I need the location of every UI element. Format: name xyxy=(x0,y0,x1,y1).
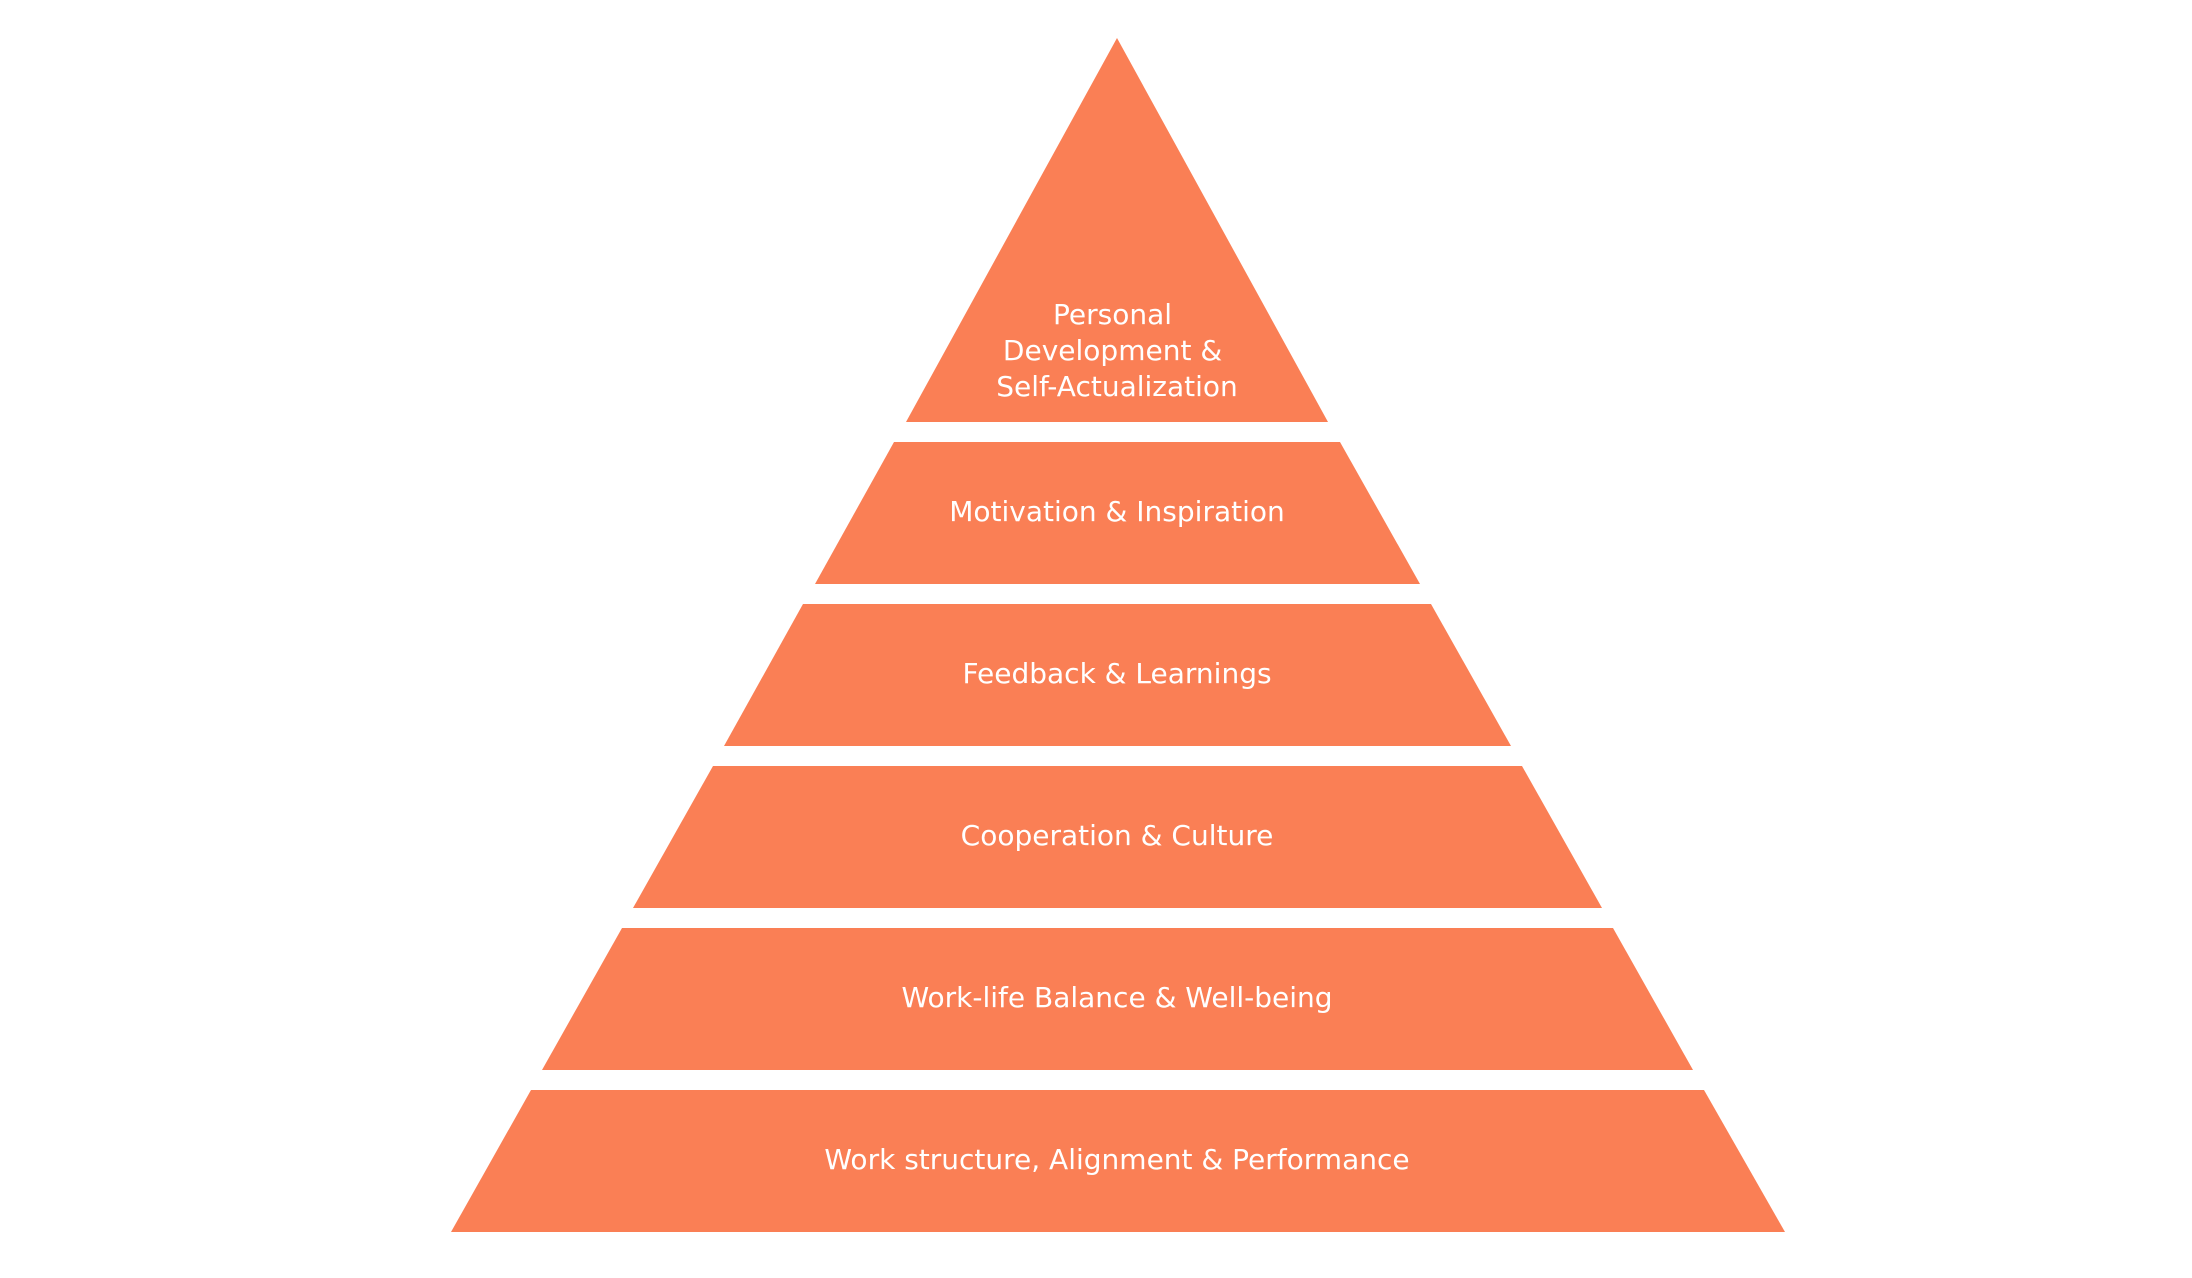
tier-shape xyxy=(815,442,1420,584)
tier-feedback-learnings: Feedback & Learnings xyxy=(724,604,1511,746)
tier-cooperation-culture: Cooperation & Culture xyxy=(633,766,1602,908)
tier-label-line: Cooperation & Culture xyxy=(961,819,1274,852)
tier-label-line: Self-Actualization xyxy=(996,370,1238,403)
svg-text:Personal Development &: Personal Development & Self-Actualizatio… xyxy=(996,298,1238,403)
tier-label-line: Work structure, Alignment & Performance xyxy=(824,1143,1409,1176)
svg-text:Work structure, Alignment & Pe: Work structure, Alignment & Performance xyxy=(824,1143,1409,1176)
tier-label-line: Feedback & Learnings xyxy=(962,657,1271,690)
svg-text:Feedback & Learnings: Feedback & Learnings xyxy=(962,657,1271,690)
tier-shape xyxy=(724,604,1511,746)
tier-shape xyxy=(906,38,1328,422)
svg-text:Work-life Balance & Well-being: Work-life Balance & Well-being xyxy=(901,981,1332,1014)
tier-label-line: Work-life Balance & Well-being xyxy=(901,981,1332,1014)
tier-shape xyxy=(451,1090,1785,1232)
tier-label-line: Development & xyxy=(1003,334,1222,367)
tier-label-line: Motivation & Inspiration xyxy=(949,495,1285,528)
tier-label-line: Personal xyxy=(1053,298,1172,331)
tier-shape xyxy=(542,928,1693,1070)
tier-shape xyxy=(633,766,1602,908)
tier-motivation-inspiration: Motivation & Inspiration xyxy=(815,442,1420,584)
tier-work-structure: Work structure, Alignment & Performance xyxy=(451,1090,1785,1232)
tier-work-life-balance: Work-life Balance & Well-being xyxy=(542,928,1693,1070)
svg-text:Cooperation & Culture: Cooperation & Culture xyxy=(961,819,1274,852)
svg-text:Motivation & Inspiration: Motivation & Inspiration xyxy=(949,495,1285,528)
tier-personal-development: Personal Development & Self-Actualizatio… xyxy=(906,38,1328,422)
